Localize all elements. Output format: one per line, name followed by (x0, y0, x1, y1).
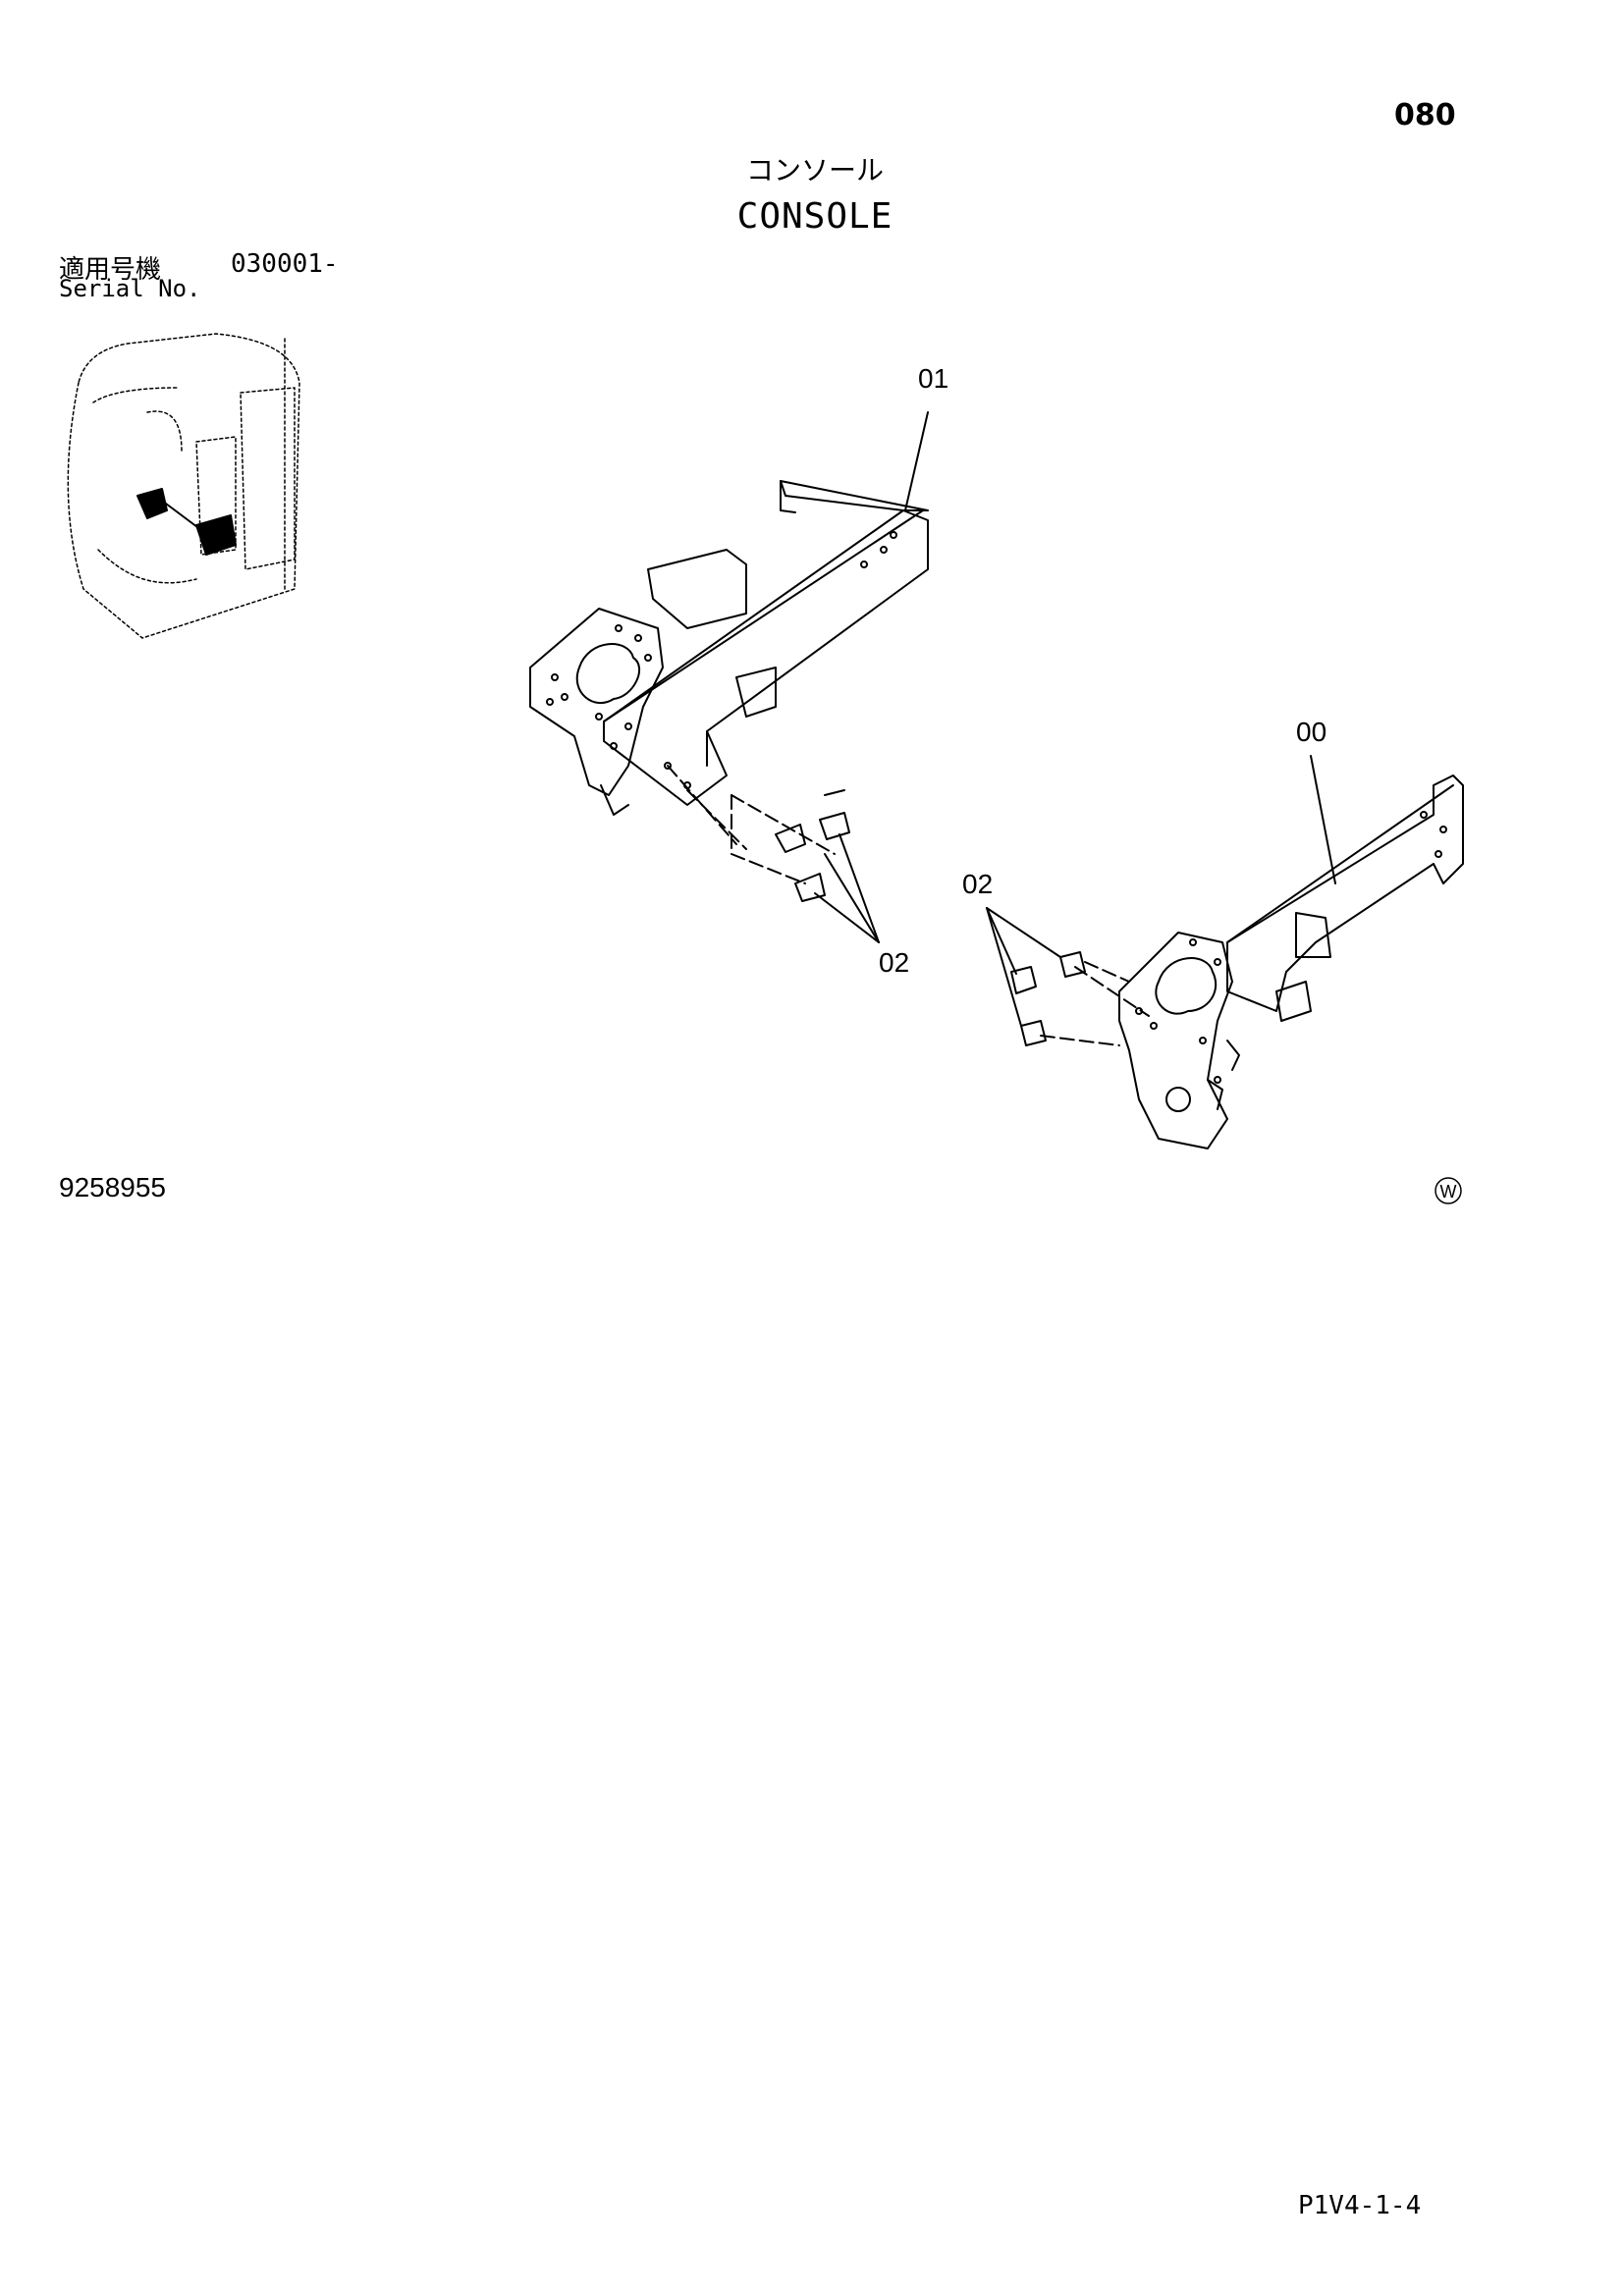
leader-lines (814, 411, 1336, 1027)
parts-diagram: 01 00 02 02 W (67, 333, 1464, 1204)
callout-01: 01 (918, 363, 948, 394)
applicability-label-english: Serial No. (59, 275, 201, 302)
page-number: 080 (1394, 98, 1456, 133)
serial-number-range: 030001- (231, 249, 339, 279)
bolt-group-00 (1010, 951, 1150, 1046)
page-code: P1V4-1-4 (1298, 2191, 1422, 2220)
console-frame-01 (529, 480, 929, 816)
applicability-label-japanese: 適用号機 (59, 255, 162, 285)
cab-locator-thumbnail (67, 333, 300, 639)
console-frame-00 (1118, 774, 1464, 1149)
cab-console-highlight (136, 488, 237, 556)
w-mark-letter: W (1440, 1182, 1457, 1201)
drawing-number: 9258955 (59, 1172, 167, 1202)
title-english: CONSOLE (736, 196, 893, 237)
title-japanese: コンソール (745, 154, 884, 187)
callout-02-right: 02 (962, 869, 993, 899)
callout-02-left: 02 (879, 947, 909, 978)
bolt-group-01 (667, 765, 850, 902)
callout-00: 00 (1296, 717, 1326, 747)
w-mark: W (1435, 1177, 1462, 1204)
